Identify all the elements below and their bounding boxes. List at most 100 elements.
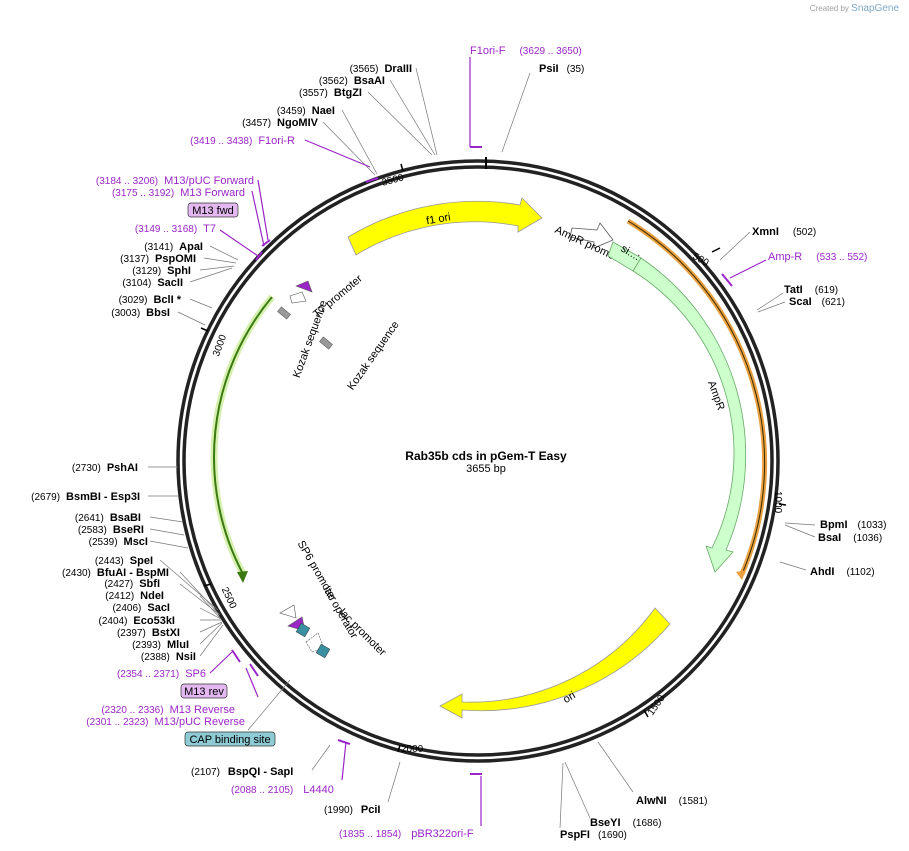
- amp-orange-arc-line: [627, 220, 766, 575]
- svg-text:(2320 .. 2336)M13 Reverse: (2320 .. 2336)M13 Reverse: [101, 704, 235, 716]
- primer-sp6[interactable]: SP6: [185, 668, 206, 680]
- site-mlui[interactable]: MluI: [167, 639, 189, 651]
- svg-text:(2443)SpeI: (2443)SpeI: [95, 555, 153, 567]
- svg-text:(2406)SacI: (2406)SacI: [112, 602, 170, 614]
- svg-text:(3129)SphI: (3129)SphI: [132, 265, 191, 277]
- cap-binding-site-box[interactable]: [184, 731, 276, 747]
- svg-text:PsiI(35): PsiI(35): [539, 63, 584, 75]
- site-naei[interactable]: NaeI: [312, 105, 335, 117]
- site-btgzi[interactable]: BtgZI: [334, 87, 362, 99]
- site-bseri[interactable]: BseRI: [113, 524, 144, 536]
- site-scai[interactable]: ScaI: [789, 296, 812, 308]
- lac-operator-box[interactable]: [295, 622, 311, 638]
- primer-t7[interactable]: T7: [203, 223, 216, 235]
- feature-arcs: f1 ori AmpR promoter si...: AmpR ori: [210, 197, 768, 719]
- site-ngomiv[interactable]: NgoMIV: [277, 117, 319, 129]
- svg-text:(2679)BsmBI - Esp3I: (2679)BsmBI - Esp3I: [31, 491, 140, 503]
- svg-text:(3141)ApaI: (3141)ApaI: [144, 241, 203, 253]
- site-sacii[interactable]: SacII: [157, 277, 183, 289]
- site-ndei[interactable]: NdeI: [140, 590, 164, 602]
- kozak-box-1[interactable]: [277, 306, 291, 320]
- cap-binding-site-label: CAP binding site: [189, 734, 270, 746]
- site-bfuai[interactable]: BfuAI - BspMI: [97, 567, 169, 579]
- leader-lines: [148, 67, 816, 829]
- svg-text:(3459)NaeI: (3459)NaeI: [277, 105, 335, 117]
- site-xmni[interactable]: XmnI: [752, 226, 779, 238]
- site-pspfi[interactable]: PspFI: [560, 829, 590, 841]
- cap-site-box[interactable]: [315, 643, 331, 659]
- f1-ori-label: f1 ori: [425, 211, 451, 227]
- site-bsabi[interactable]: BsaBI: [110, 512, 141, 524]
- site-alwni[interactable]: AlwNI: [636, 795, 667, 807]
- svg-text:AlwNI(1581): AlwNI(1581): [636, 795, 707, 807]
- f1-ori-arrow[interactable]: [347, 197, 543, 256]
- site-labels: PsiI(35) XmnI(502) TatI(619) ScaI(621) B…: [191, 63, 886, 841]
- m13-fwd-box[interactable]: [187, 202, 239, 218]
- site-bsaai[interactable]: BsaAI: [354, 75, 385, 87]
- primer-f1ori-f[interactable]: F1ori-F: [470, 45, 506, 57]
- site-tati[interactable]: TatI: [784, 284, 803, 296]
- primer-lines: [209, 57, 767, 826]
- svg-text:(2388)NsiI: (2388)NsiI: [141, 651, 196, 663]
- t7-region: T7 promoter Kozak sequence Kozak sequenc…: [277, 273, 402, 393]
- svg-text:(3565)DraIII: (3565)DraIII: [350, 63, 412, 75]
- site-bsai[interactable]: BsaI: [818, 532, 841, 544]
- svg-text:(2404)Eco53kI: (2404)Eco53kI: [99, 615, 176, 627]
- svg-text:(3184 .. 3206)M13/pUC Forward: (3184 .. 3206)M13/pUC Forward: [96, 175, 254, 187]
- amp-orange-head: [736, 570, 746, 580]
- site-pspomi[interactable]: PspOMI: [155, 253, 196, 265]
- m13-rev-label: M13 rev: [184, 686, 224, 698]
- site-eco53ki[interactable]: Eco53kI: [133, 615, 175, 627]
- primer-m13-puc-forward[interactable]: M13/pUC Forward: [164, 175, 254, 187]
- tick-1000: 1000: [772, 491, 783, 514]
- site-bsmbi[interactable]: BsmBI - Esp3I: [66, 491, 140, 503]
- site-ahdi[interactable]: AhdI: [810, 566, 834, 578]
- site-bstxi[interactable]: BstXI: [152, 627, 180, 639]
- site-bpmi[interactable]: BpmI: [820, 519, 848, 531]
- ampr-promoter-arrow[interactable]: [569, 222, 614, 249]
- svg-text:(3175 .. 3192)M13 Forward: (3175 .. 3192)M13 Forward: [112, 187, 245, 199]
- svg-text:BpmI(1033): BpmI(1033): [820, 519, 886, 531]
- site-bbsi[interactable]: BbsI: [146, 307, 170, 319]
- site-bspqi[interactable]: BspQI - SapI: [228, 766, 293, 778]
- primer-m13-puc-reverse[interactable]: M13/pUC Reverse: [155, 716, 245, 728]
- ampr-arrow[interactable]: [632, 257, 747, 573]
- svg-text:(2393)MluI: (2393)MluI: [132, 639, 189, 651]
- site-bseyi[interactable]: BseYI: [590, 817, 621, 829]
- primer-l4440[interactable]: L4440: [303, 784, 334, 796]
- t7-promoter-arrow[interactable]: [289, 291, 307, 304]
- boxed-labels: M13 fwd M13 rev CAP binding site: [180, 202, 276, 747]
- ori-label: ori: [561, 689, 578, 706]
- svg-text:TatI(619): TatI(619): [784, 284, 838, 296]
- site-spei[interactable]: SpeI: [130, 555, 153, 567]
- site-pshai[interactable]: PshAI: [107, 462, 138, 474]
- t7-primer-arrow: [295, 280, 313, 293]
- kozak-box-2[interactable]: [319, 336, 333, 350]
- primer-m13-reverse[interactable]: M13 Reverse: [170, 704, 235, 716]
- site-saci[interactable]: SacI: [147, 602, 170, 614]
- plasmid-size: 3655 bp: [466, 463, 506, 475]
- site-apai[interactable]: ApaI: [179, 241, 203, 253]
- site-sbfi[interactable]: SbfI: [139, 578, 160, 590]
- site-pcii[interactable]: PciI: [361, 804, 381, 816]
- site-nsii[interactable]: NsiI: [176, 651, 196, 663]
- site-msci[interactable]: MscI: [124, 536, 148, 548]
- lacz-arc[interactable]: [213, 296, 273, 575]
- svg-text:ScaI(621): ScaI(621): [789, 296, 845, 308]
- primer-f1ori-r[interactable]: F1ori-R: [258, 135, 295, 147]
- site-bcli[interactable]: BclI *: [153, 294, 181, 306]
- site-sphi[interactable]: SphI: [167, 265, 191, 277]
- primer-pbr322ori-f[interactable]: pBR322ori-F: [411, 828, 474, 840]
- primer-m13-forward[interactable]: M13 Forward: [180, 187, 245, 199]
- site-draiii[interactable]: DraIII: [384, 63, 412, 75]
- ori-arrow[interactable]: [439, 607, 671, 719]
- svg-text:BseYI(1686): BseYI(1686): [590, 817, 661, 829]
- svg-text:PspFI(1690): PspFI(1690): [560, 829, 627, 841]
- svg-text:(2107)BspQI - SapI: (2107)BspQI - SapI: [191, 766, 293, 778]
- site-psii[interactable]: PsiI: [539, 63, 559, 75]
- primer-amp-r[interactable]: Amp-R: [768, 251, 802, 263]
- tick-2000: 2000: [401, 744, 424, 755]
- sp6-promoter-arrow[interactable]: [279, 604, 297, 619]
- svg-text:(3104)SacII: (3104)SacII: [122, 277, 183, 289]
- m13-rev-box[interactable]: [180, 683, 228, 699]
